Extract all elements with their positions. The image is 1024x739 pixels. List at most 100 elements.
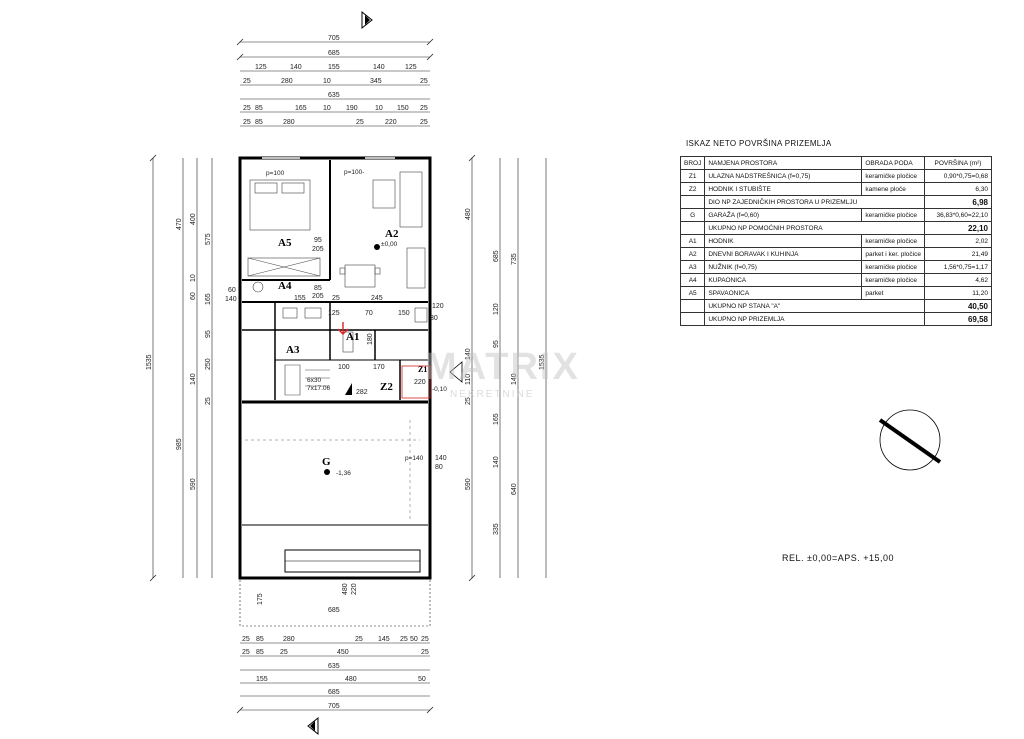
- dim-frame-480: 480: [342, 583, 349, 595]
- dim-inner-140b: 140: [225, 296, 237, 303]
- dim-inner-205b: 205: [312, 293, 324, 300]
- table-header: OBRADA PODA: [861, 156, 925, 170]
- table-cell: keramičke pločice: [861, 273, 925, 287]
- table-title: ISKAZ NETO POVRŠINA PRIZEMLJA: [686, 139, 832, 148]
- room-label-a3: A3: [286, 344, 300, 356]
- table-cell: 69,58: [923, 312, 992, 326]
- dim-right-120: 120: [493, 303, 500, 315]
- dim-right-685: 685: [493, 250, 500, 262]
- dim-inner-120: 120: [432, 303, 444, 310]
- north-marker-bottom-icon: [307, 716, 319, 736]
- dim-bot-4a: 155: [256, 676, 268, 683]
- dim-top-7b: 85: [255, 119, 263, 126]
- dim-bot-4c: 50: [418, 676, 426, 683]
- dim-bot-2a: 25: [242, 649, 250, 656]
- table-cell: UKUPNO NP POMOĆNIH PROSTORA: [704, 221, 925, 235]
- room-label-z1: Z1: [418, 365, 427, 374]
- table-cell: 40,50: [923, 299, 992, 313]
- dim-top-4e: 25: [420, 78, 428, 85]
- dim-top-6d: 10: [323, 105, 331, 112]
- dim-bot-2d: 450: [337, 649, 349, 656]
- dim-bot-6: 705: [328, 703, 340, 710]
- ann-stairs2: 7x17.06: [307, 385, 331, 392]
- elevation-note: REL. ±0,00=APS. +15,00: [782, 553, 895, 563]
- dim-inner-140: 140: [435, 455, 447, 462]
- dim-inner-85: 85: [314, 285, 322, 292]
- dim-top-3c: 155: [328, 64, 340, 71]
- level-g: -1,36: [336, 470, 351, 477]
- dim-right-165: 165: [493, 413, 500, 425]
- table-cell: parket i ker. pločice: [861, 247, 925, 261]
- table-cell: SPAVAONICA: [704, 286, 863, 300]
- dim-top-6a: 25: [243, 105, 251, 112]
- dim-right-590: 590: [465, 478, 472, 490]
- table-cell: 6,30: [923, 182, 992, 196]
- dim-inner-125: 125: [328, 310, 340, 317]
- dim-top-5: 635: [328, 92, 340, 99]
- table-cell: 21,49: [923, 247, 992, 261]
- dim-right-25: 25: [465, 397, 472, 405]
- dim-right-outer: 1535: [539, 354, 546, 370]
- dim-bot-1h: 25: [421, 636, 429, 643]
- ann-p100a: p=100: [266, 170, 285, 177]
- dim-bot-2c: 25: [280, 649, 288, 656]
- dim-frame-220: 220: [351, 583, 358, 595]
- table-cell: [679, 312, 706, 326]
- table-cell: ULAZNA NADSTREŠNICA (f=0,75): [704, 169, 863, 183]
- dim-top-1: 705: [328, 35, 340, 42]
- table-cell: A1: [679, 234, 706, 248]
- dim-inner-100: 100: [338, 364, 350, 371]
- table-cell: 0,90*0,75=0,68: [923, 169, 992, 183]
- dim-inner-60: 60: [228, 287, 236, 294]
- dim-right-95: 95: [493, 340, 500, 348]
- dim-top-7c: 280: [283, 119, 295, 126]
- dim-left-985: 985: [176, 438, 183, 450]
- table-cell: 6,98: [923, 195, 992, 209]
- dim-frame-685: 685: [328, 607, 340, 614]
- table-cell: A2: [679, 247, 706, 261]
- table-cell: [679, 221, 706, 235]
- dim-bot-1d: 25: [355, 636, 363, 643]
- table-cell: A3: [679, 260, 706, 274]
- north-arrow-icon: [878, 409, 942, 471]
- dim-right-480: 480: [465, 208, 472, 220]
- room-label-g: G: [322, 456, 331, 468]
- table-header: NAMJENA PROSTORA: [704, 156, 863, 170]
- room-label-a2: A2: [385, 228, 399, 240]
- dim-top-4c: 10: [323, 78, 331, 85]
- dim-right-140: 140: [511, 373, 518, 385]
- room-label-z2: Z2: [380, 381, 393, 393]
- table-cell: [679, 195, 706, 209]
- dim-frame-175: 175: [257, 593, 264, 605]
- table-cell: DIO NP ZAJEDNIČKIH PROSTORA U PRIZEMLJU: [704, 195, 925, 209]
- dim-top-6e: 190: [346, 105, 358, 112]
- dim-bot-2b: 85: [256, 649, 264, 656]
- area-table: BROJ NAMJENA PROSTORA OBRADA PODA POVRŠI…: [679, 156, 992, 326]
- dim-inner-205: 205: [312, 246, 324, 253]
- dim-left-10: 10: [190, 274, 197, 282]
- dim-left-575: 575: [205, 233, 212, 245]
- room-label-a1: A1: [346, 331, 359, 343]
- dim-top-3a: 125: [255, 64, 267, 71]
- dim-top-6h: 25: [420, 105, 428, 112]
- table-cell: GARAŽA (f=0,60): [704, 208, 863, 222]
- dim-top-2: 685: [328, 50, 340, 57]
- room-label-a5: A5: [278, 237, 292, 249]
- dim-inner-95: 95: [314, 237, 322, 244]
- dim-inner-180: 180: [367, 333, 374, 345]
- dim-inner-155: 155: [294, 295, 306, 302]
- dim-top-3d: 140: [373, 64, 385, 71]
- dim-bot-1f: 25: [400, 636, 408, 643]
- dim-top-7a: 25: [243, 119, 251, 126]
- dim-left-25: 25: [205, 397, 212, 405]
- dim-right-110: 110: [465, 374, 472, 385]
